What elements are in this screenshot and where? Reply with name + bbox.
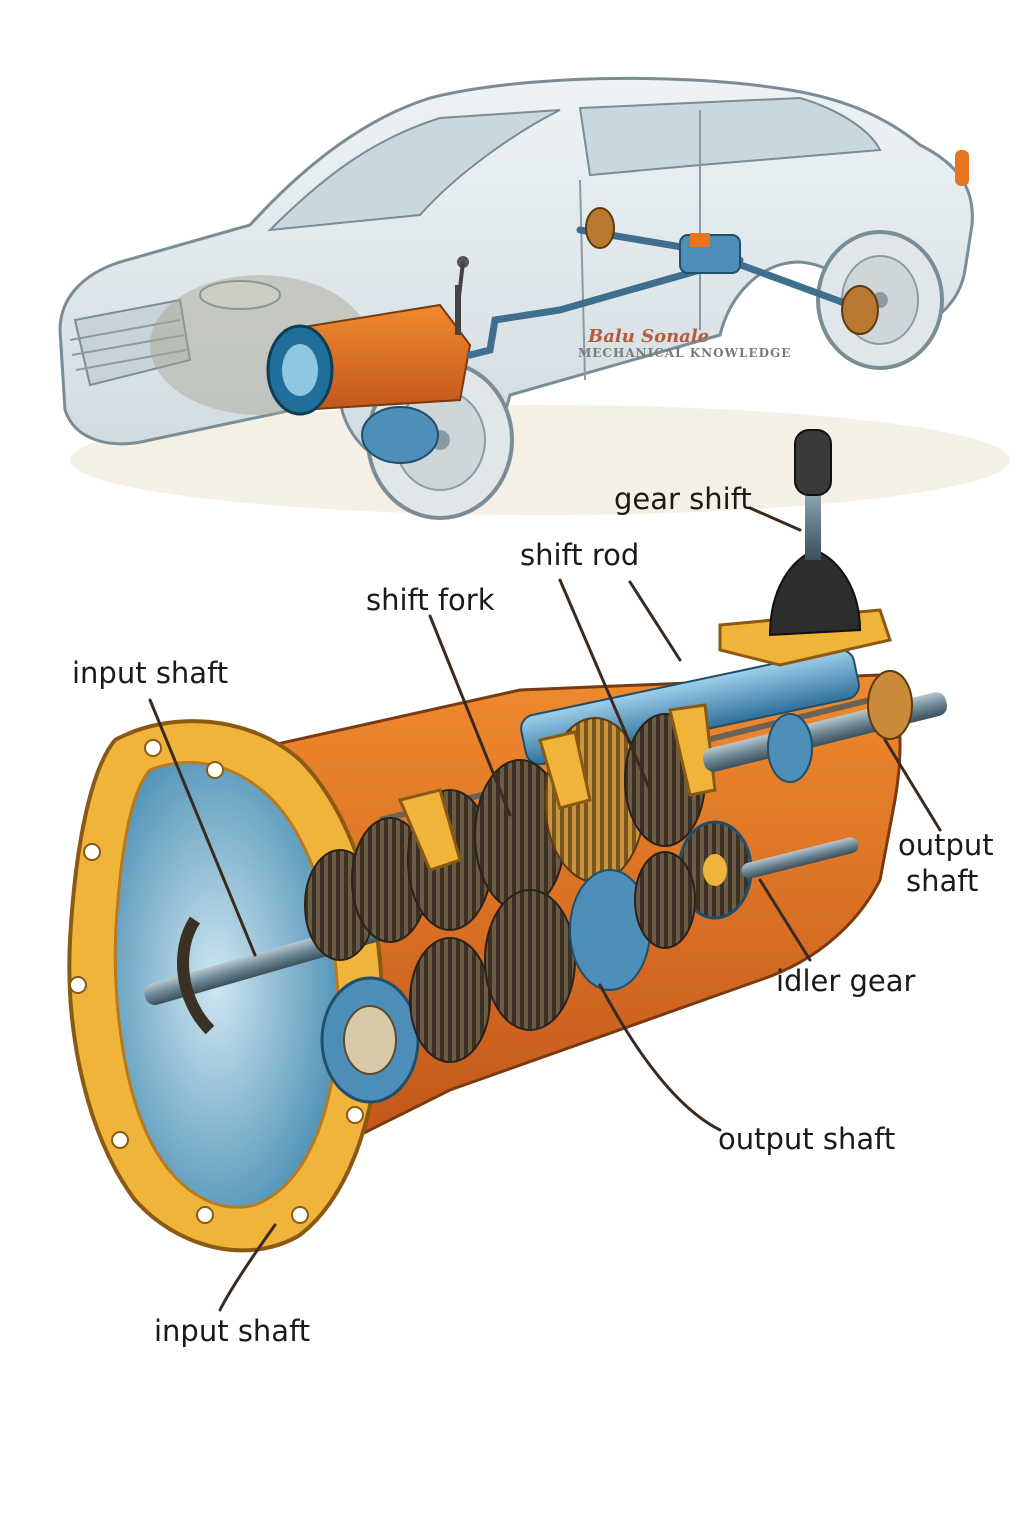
bell-housing-interior [113,761,340,1209]
watermark: Balu Sonale MECHANICAL KNOWLEDGE [578,326,868,366]
flange-bolt-holes [69,739,364,1224]
car-illustration [58,76,1010,520]
shift-forks [397,703,717,872]
label-output-shaft-right-line1: output [898,828,994,862]
car-shadow [70,405,1010,515]
leader-shift-rod-2 [558,578,652,792]
car-taillight [955,150,969,186]
leader-idler-gear [758,878,812,962]
car-grille [73,298,192,387]
car-transmission [266,256,472,464]
label-input-shaft-top: input shaft [72,656,229,690]
label-output-shaft-right-line2: shaft [906,864,979,898]
output-shaft-upper [702,670,948,783]
car-windshield [267,109,561,232]
car-driveshaft [466,207,879,359]
watermark-name: Balu Sonale [588,326,710,347]
leader-output-shaft-bottom [598,983,722,1132]
leader-shift-rod [628,580,682,662]
label-output-shaft-bottom: output shaft [718,1122,896,1156]
label-idler-gear: idler gear [776,964,916,998]
leader-gear-shift [748,506,802,532]
label-shift-fork: shift fork [366,583,495,617]
leader-input-shaft-top [148,698,257,957]
label-shift-rod: shift rod [520,538,640,572]
car-headlight [199,280,281,310]
leader-input-shaft-bottom [218,1223,277,1312]
leader-shift-fork [428,614,512,817]
leader-lines [148,506,942,1312]
car-side-windows [578,96,882,177]
gearbox-cutaway [67,429,948,1253]
idler-gear [677,820,859,920]
leader-output-shaft-right [883,738,942,832]
label-gear-shift: gear shift [614,482,752,516]
label-input-shaft-bottom: input shaft [154,1314,311,1348]
output-shaft-lower [320,851,696,1104]
gear-shift-lever [718,429,892,667]
watermark-subtitle: MECHANICAL KNOWLEDGE [578,346,792,360]
